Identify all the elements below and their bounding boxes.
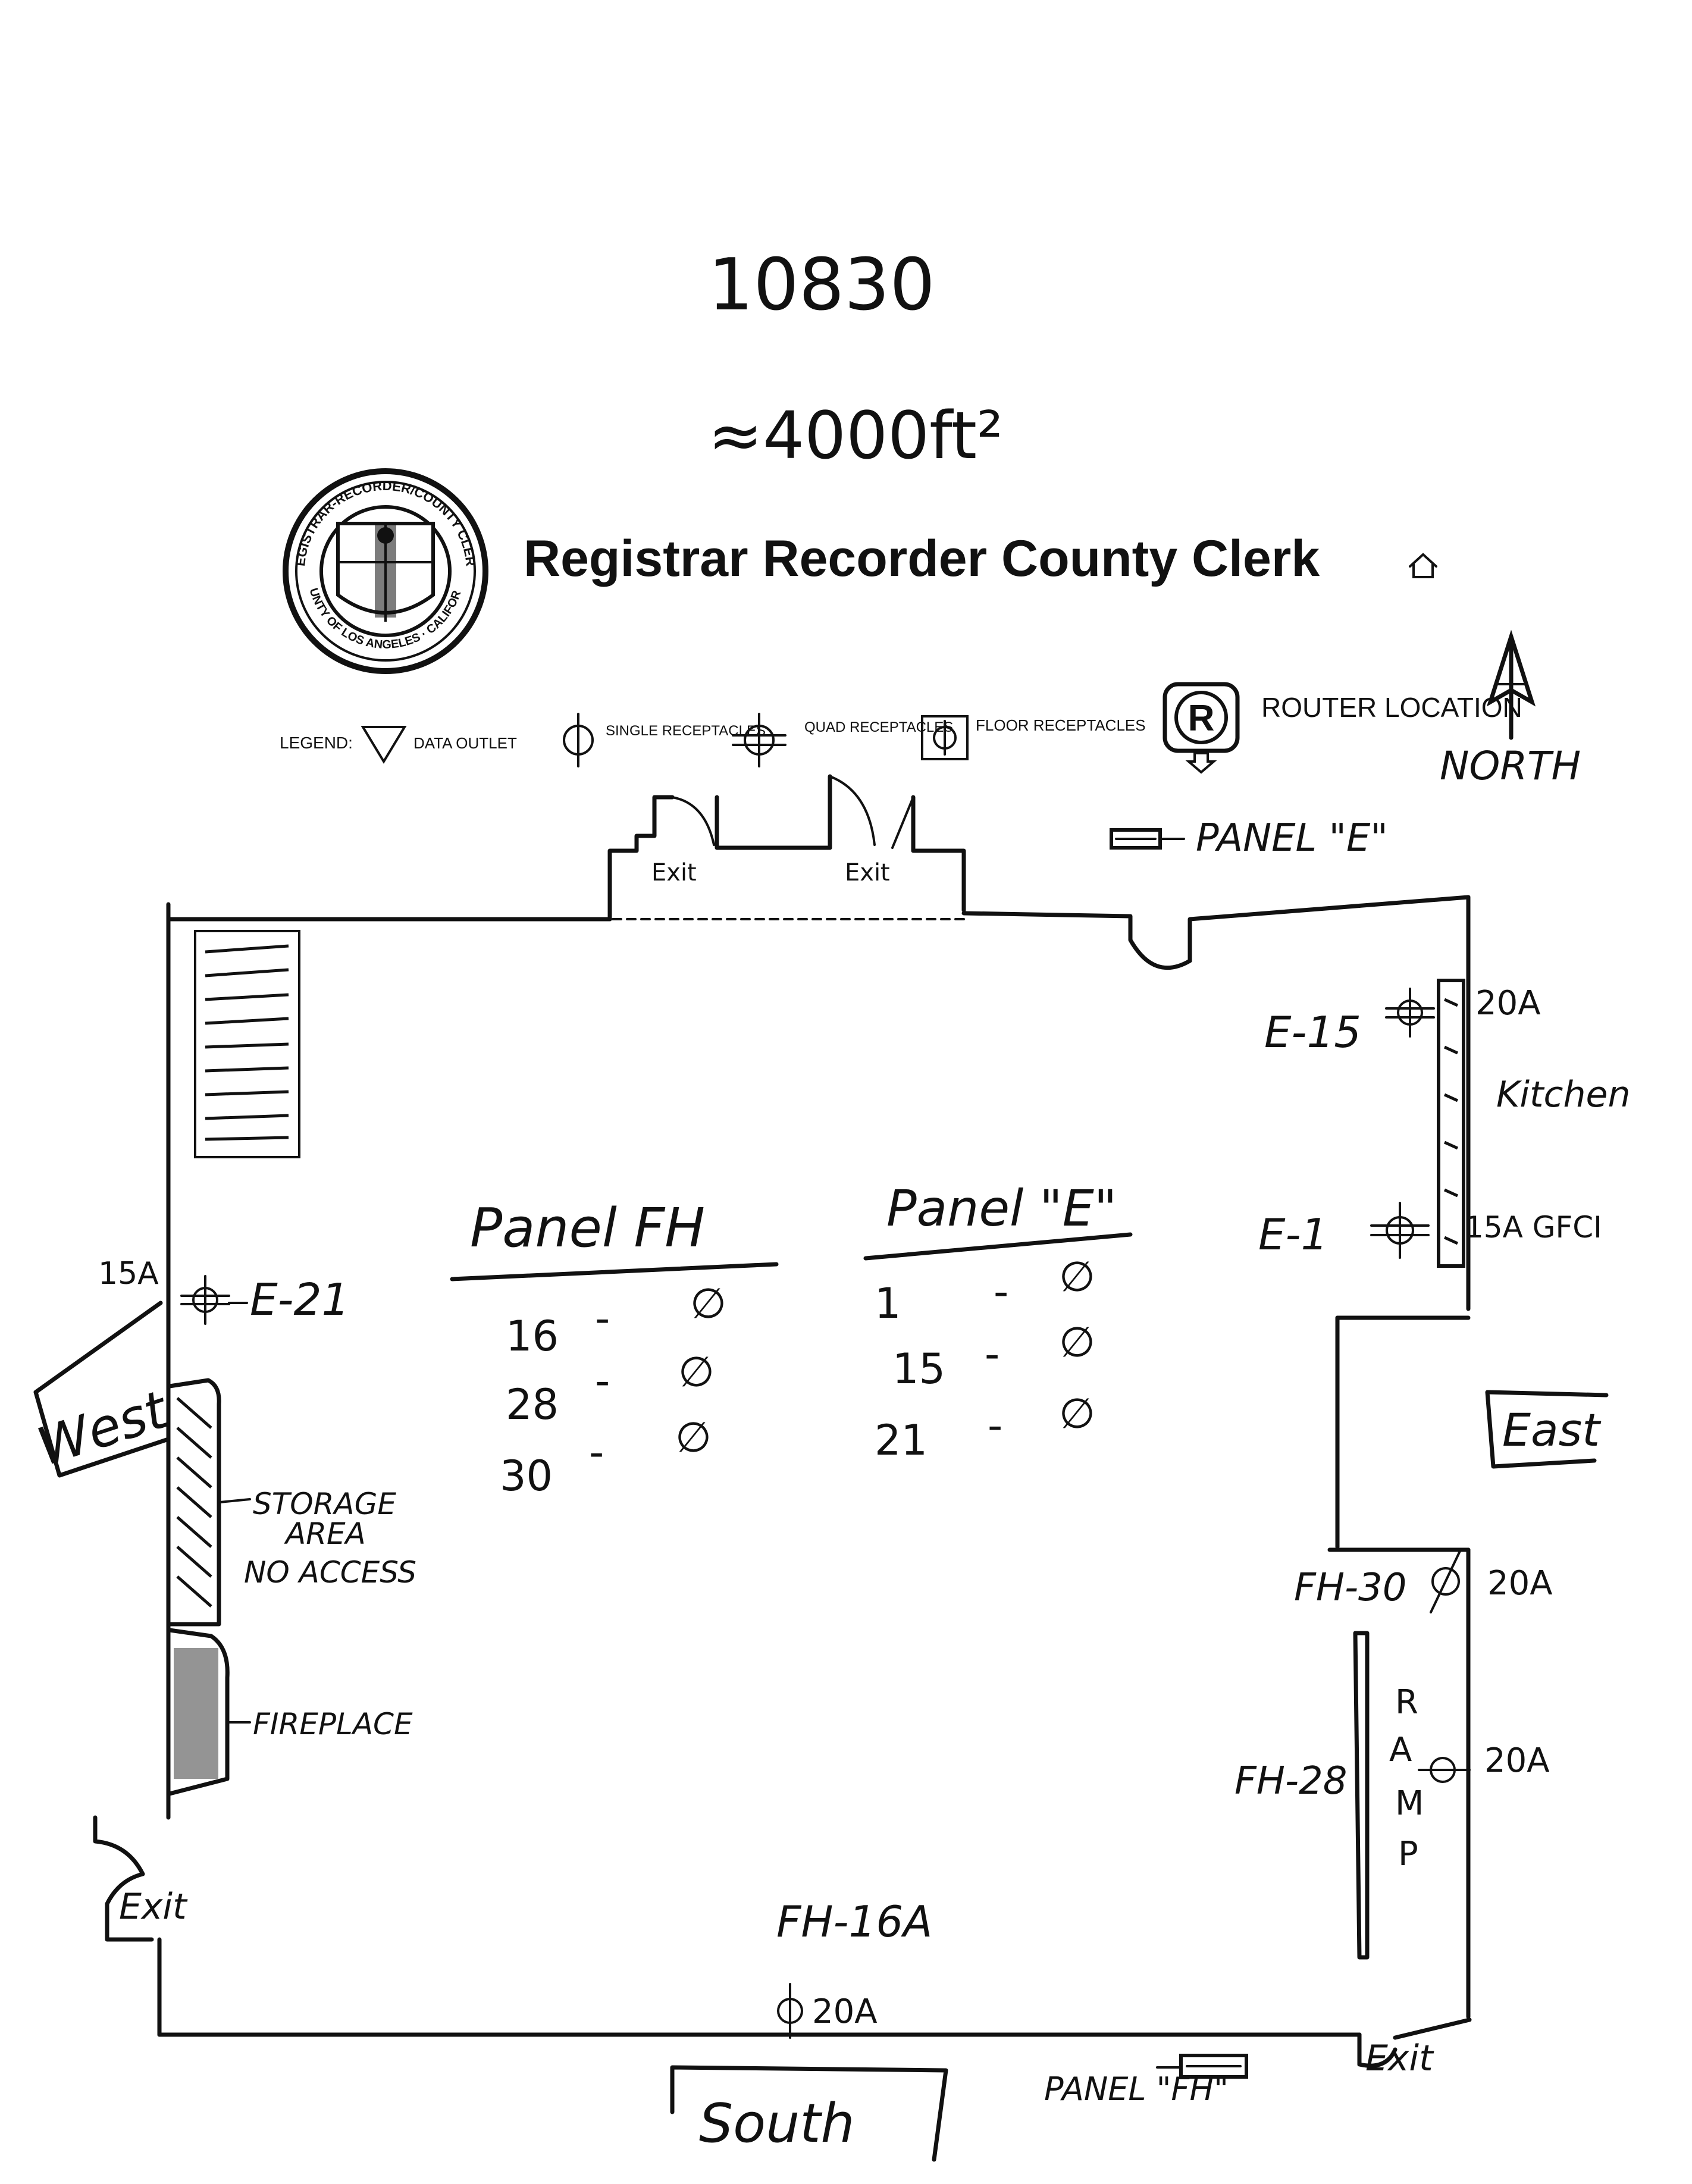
panel-fh-mark-16: ∅	[690, 1279, 726, 1328]
home-icon	[1409, 553, 1437, 578]
panel-e-dash-1: -	[994, 1267, 1008, 1316]
receptacle-e-15-id: E-15	[1264, 1007, 1361, 1057]
panel-fh-dash-16: -	[595, 1294, 610, 1343]
receptacle-e-21-id: E-21	[250, 1274, 350, 1326]
area-estimate: ≈4000ft²	[708, 397, 1003, 474]
single-receptacle-icon	[563, 713, 594, 767]
quad-receptacle-icon	[1385, 988, 1435, 1038]
fireplace-label: FIREPLACE	[253, 1707, 413, 1741]
data-outlet-triangle-icon	[361, 726, 407, 764]
panel-fh-label: PANEL "FH"	[1044, 2070, 1229, 2108]
receptacle-fh-16a: FH-16A 20A	[776, 1897, 932, 2039]
storage-label-line-1: STORAGE	[253, 1487, 396, 1521]
panel-e-label: PANEL "E"	[1196, 816, 1388, 860]
building-walls	[93, 774, 1472, 2068]
panel-fh-schedule-title: Panel FH	[470, 1197, 705, 1259]
seal-outer-text: REGISTRAR-RECORDER/COUNTY CLERK	[0, 0, 478, 567]
south-label: South	[699, 2092, 855, 2155]
panel-e-dash-21: -	[988, 1401, 1002, 1450]
receptacle-e-15: E-15 20A	[1264, 984, 1541, 1057]
fireplace	[167, 1628, 251, 1796]
quad-receptacle-icon	[732, 713, 787, 767]
north-label: NORTH	[1440, 743, 1581, 789]
receptacle-fh-30-id: FH-30	[1294, 1566, 1406, 1610]
panel-fh-dash-30: -	[589, 1428, 604, 1477]
storage-label-line-3: NO ACCESS	[244, 1555, 416, 1590]
svg-text:REGISTRAR-RECORDER/COUNTY CLER: REGISTRAR-RECORDER/COUNTY CLERK	[0, 0, 478, 567]
panel-fh-circuit-30: 30	[500, 1452, 553, 1500]
exit-label-bottom-right: Exit	[1365, 2038, 1434, 2079]
shelving-unit	[194, 930, 300, 1158]
legend-router-location: ROUTER LOCATION	[1261, 692, 1522, 723]
panel-e-schedule: Panel "E" 1 - ∅ 15 - ∅ 21 - ∅	[863, 1179, 1133, 1465]
kitchen-label: Kitchen	[1496, 1074, 1631, 1115]
panel-fh-dash-28: -	[595, 1356, 610, 1405]
east-label: East	[1502, 1403, 1602, 1456]
legend: LEGEND: DATA OUTLET SINGLE RECEPTACLES Q…	[280, 682, 1522, 774]
receptacle-fh-28-rating: 20A	[1484, 1741, 1550, 1780]
storage-label-line-2: AREA	[284, 1516, 366, 1551]
receptacle-fh-30-rating: 20A	[1487, 1564, 1553, 1603]
quad-receptacle-icon	[1370, 1202, 1430, 1259]
storage-area	[167, 1378, 251, 1627]
single-receptacle-icon	[1430, 1549, 1462, 1613]
receptacle-e-21: E-21 15A	[98, 1256, 350, 1326]
panel-fh-schedule: Panel FH 16 - ∅ 28 - ∅ 30 - ∅	[450, 1197, 779, 1500]
north-arrow-icon	[1486, 629, 1536, 740]
receptacle-fh-30: FH-30 20A	[1294, 1549, 1553, 1613]
east-label-box: East	[1485, 1390, 1609, 1469]
receptacle-e-15-rating: 20A	[1475, 984, 1541, 1023]
single-receptacle-icon	[1418, 1757, 1471, 1783]
south-label-box: South	[670, 2065, 948, 2162]
exit-label-top-right: Exit	[845, 859, 890, 886]
panel-e-mark-1: ∅	[1059, 1252, 1095, 1301]
panel-e-schedule-title: Panel "E"	[886, 1179, 1117, 1237]
router-location-icon: R	[1163, 682, 1240, 774]
receptacle-fh-16a-rating: 20A	[812, 1992, 878, 2031]
ramp-letter-r: R	[1395, 1683, 1418, 1722]
legend-quad-receptacles: QUAD RECEPTACLES	[804, 719, 953, 735]
exit-label-left: Exit	[119, 1886, 188, 1928]
legend-floor-receptacles: FLOOR RECEPTACLES	[976, 716, 1146, 734]
router-letter: R	[1188, 698, 1215, 739]
panel-e-circuit-21: 21	[875, 1416, 928, 1465]
legend-label: LEGEND:	[280, 734, 353, 752]
receptacle-e-1: E-1 15A GFCI	[1258, 1202, 1602, 1259]
panel-e-marker	[1110, 828, 1185, 850]
panel-fh-marker	[1156, 2054, 1248, 2079]
panel-fh-circuit-28: 28	[506, 1380, 559, 1429]
panel-e-mark-21: ∅	[1059, 1389, 1095, 1438]
panel-e-dash-15: -	[985, 1330, 999, 1378]
panel-fh-circuit-16: 16	[506, 1312, 559, 1361]
panel-e-circuit-1: 1	[875, 1279, 901, 1328]
org-title: Registrar Recorder County Clerk	[524, 530, 1320, 587]
single-receptacle-icon	[777, 1983, 803, 2039]
kitchen-counter	[1437, 979, 1465, 1268]
county-seal: REGISTRAR-RECORDER/COUNTY CLERK COUNTY O…	[0, 0, 488, 674]
panel-fh-mark-28: ∅	[678, 1348, 715, 1396]
receptacle-fh-28: FH-28 20A	[1234, 1741, 1550, 1803]
receptacle-fh-16a-id: FH-16A	[776, 1897, 932, 1947]
panel-e-circuit-15: 15	[892, 1345, 945, 1393]
receptacle-e-1-rating: 15A GFCI	[1465, 1210, 1602, 1245]
panel-fh-mark-30: ∅	[675, 1413, 712, 1462]
west-label-box: West	[30, 1301, 176, 1478]
exit-label-top-left: Exit	[651, 859, 697, 886]
floor-receptacle-icon	[921, 715, 969, 760]
quad-receptacle-icon	[180, 1275, 248, 1325]
legend-data-outlet: DATA OUTLET	[413, 734, 517, 752]
ramp	[1353, 1631, 1370, 1960]
receptacle-fh-28-id: FH-28	[1234, 1759, 1347, 1803]
panel-e-mark-15: ∅	[1059, 1318, 1095, 1367]
receptacle-e-21-rating: 15A	[98, 1256, 159, 1292]
ramp-letter-p: P	[1398, 1835, 1418, 1873]
ramp-letter-a: A	[1389, 1731, 1412, 1769]
site-number: 10830	[708, 244, 935, 327]
receptacle-e-1-id: E-1	[1258, 1209, 1328, 1259]
ramp-letter-m: M	[1395, 1784, 1424, 1823]
